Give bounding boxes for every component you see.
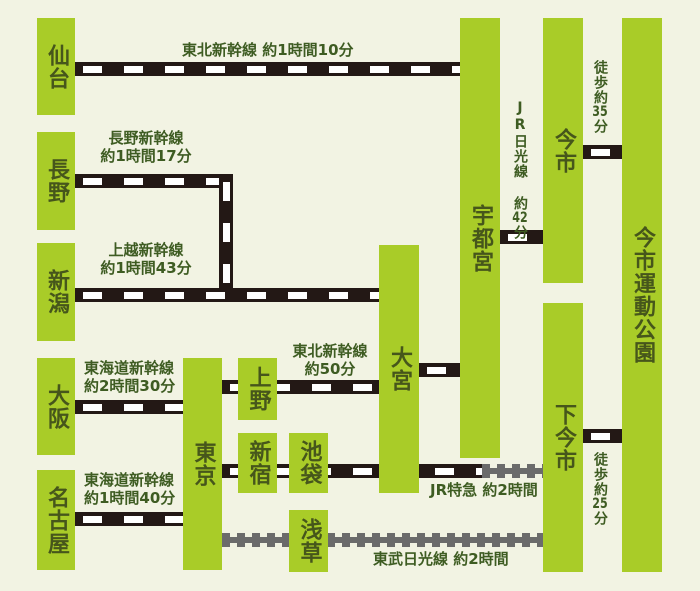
station-ikebukuro: 池袋 xyxy=(289,433,328,493)
route-label-tokaido-nagoya-duration: 約1時間40分 xyxy=(84,489,176,507)
station-label-osaka: 大阪 xyxy=(44,383,69,430)
station-imaichi: 今市 xyxy=(543,18,583,283)
station-omiya: 大宮 xyxy=(379,245,419,493)
rail-omiya-utsunomiya xyxy=(419,363,460,377)
rail-tobu-nikko xyxy=(222,533,543,547)
station-nagano: 長野 xyxy=(37,132,75,230)
station-label-asakusa: 浅草 xyxy=(296,518,322,564)
walk-imaichi-minutes: 35 xyxy=(592,105,608,119)
rail-walk-shimoimaichi-park xyxy=(583,429,622,443)
route-label-tokaido-nagoya-line-name: 東海道新幹線 xyxy=(84,471,175,489)
station-label-tokyo: 東京 xyxy=(190,441,216,487)
rail-walk-imaichi-park xyxy=(583,145,622,159)
route-label-tohoku-sendai: 東北新幹線 約1時間10分 xyxy=(182,41,354,59)
station-osaka: 大阪 xyxy=(37,358,75,455)
route-label-walk-shimoimaichi: 徒歩約25分 xyxy=(592,452,608,526)
station-label-niigata: 新潟 xyxy=(44,269,69,315)
station-label-ikebukuro: 池袋 xyxy=(296,440,322,486)
route-label-tokaido-osaka-line-name: 東海道新幹線 xyxy=(84,359,175,377)
rail-tokaido-nagoya-tokyo xyxy=(75,512,183,526)
station-label-imaichi: 今市 xyxy=(551,127,576,174)
jr-nikko-minutes: 42 xyxy=(512,211,528,225)
jr-nikko-line-name: JR日光線 約 xyxy=(512,100,528,211)
walk-shimoimaichi-prefix: 徒歩約 xyxy=(592,452,608,497)
station-label-ueno: 上野 xyxy=(245,366,271,412)
rail-nagano-vertical xyxy=(219,174,233,288)
rail-jr-nikko-utsunomiya-imaichi xyxy=(500,230,543,244)
route-label-tokaido-osaka: 東海道新幹線 約2時間30分 xyxy=(84,359,175,395)
station-label-sendai: 仙台 xyxy=(44,43,69,90)
walk-imaichi-unit: 分 xyxy=(592,119,608,134)
station-asakusa: 浅草 xyxy=(289,510,328,572)
station-label-shinjuku: 新宿 xyxy=(245,440,271,486)
route-label-jr-nikko-line: JR日光線 約42分 xyxy=(512,100,528,240)
station-sendai: 仙台 xyxy=(37,18,75,115)
walk-shimoimaichi-unit: 分 xyxy=(592,511,608,526)
route-label-walk-imaichi: 徒歩約35分 xyxy=(592,60,608,134)
route-label-joetsu-line-name: 上越新幹線 xyxy=(108,241,184,259)
station-label-nagoya: 名古屋 xyxy=(44,485,69,555)
route-label-nagano-shinkansen: 長野新幹線 約1時間17分 xyxy=(94,129,198,165)
route-label-tohoku-omiya-duration: 約50分 xyxy=(304,360,356,378)
rail-tohoku-sendai-utsunomiya xyxy=(75,62,460,76)
station-niigata: 新潟 xyxy=(37,243,75,341)
route-label-tobu-nikko: 東武日光線 約2時間 xyxy=(373,550,509,568)
rail-tokaido-osaka-tokyo xyxy=(75,400,183,414)
walk-imaichi-prefix: 徒歩約 xyxy=(592,60,608,105)
route-label-jr-express: JR特急 約2時間 xyxy=(430,481,538,499)
station-label-omiya: 大宮 xyxy=(387,346,412,392)
station-nagoya: 名古屋 xyxy=(37,470,75,570)
route-label-nagano-line-name: 長野新幹線 xyxy=(108,129,184,147)
route-label-tokaido-osaka-duration: 約2時間30分 xyxy=(84,377,176,395)
station-shinjuku: 新宿 xyxy=(238,433,277,493)
rail-nagano-horizontal xyxy=(75,174,233,188)
station-label-nagano: 長野 xyxy=(44,158,69,204)
route-label-nagano-duration: 約1時間17分 xyxy=(100,147,192,165)
route-label-tohoku-omiya: 東北新幹線 約50分 xyxy=(288,342,372,378)
station-shimoimaichi: 下今市 xyxy=(543,303,583,572)
destination-label-imaichi-sports-park: 今市運動公園 xyxy=(630,226,655,364)
rail-joetsu-niigata-omiya xyxy=(75,288,379,302)
walk-shimoimaichi-minutes: 25 xyxy=(592,497,608,511)
route-label-joetsu-shinkansen: 上越新幹線 約1時間43分 xyxy=(94,241,198,277)
route-label-joetsu-duration: 約1時間43分 xyxy=(100,259,192,277)
station-ueno: 上野 xyxy=(238,358,277,420)
station-tokyo: 東京 xyxy=(183,358,222,570)
destination-imaichi-sports-park: 今市運動公園 xyxy=(622,18,662,572)
jr-nikko-minutes-unit: 分 xyxy=(512,225,528,240)
station-utsunomiya: 宇都宮 xyxy=(460,18,500,458)
route-label-tokaido-nagoya: 東海道新幹線 約1時間40分 xyxy=(84,471,175,507)
station-label-utsunomiya: 宇都宮 xyxy=(468,203,493,273)
route-label-tohoku-omiya-line-name: 東北新幹線 xyxy=(292,342,368,360)
station-label-shimoimaichi: 下今市 xyxy=(551,403,576,472)
rail-jr-express-gray xyxy=(482,464,543,478)
